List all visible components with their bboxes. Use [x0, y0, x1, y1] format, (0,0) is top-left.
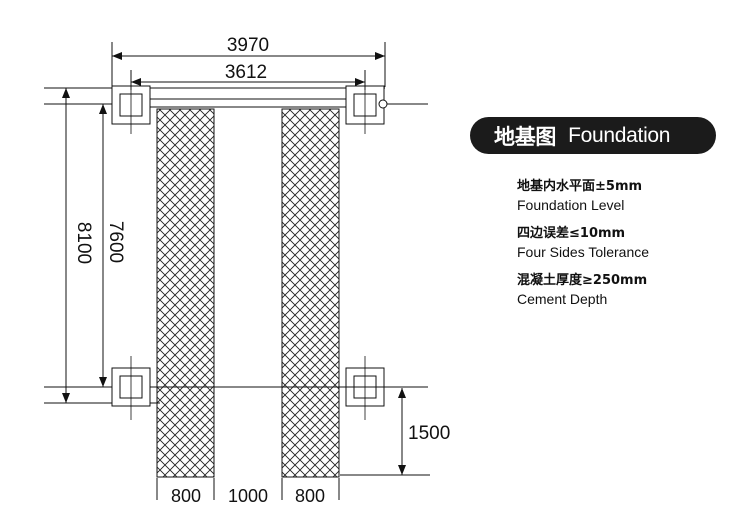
dimension-strip-left: 800 [171, 486, 201, 506]
dimension-overall-length: 8100 [73, 222, 94, 264]
top-beam [129, 98, 369, 108]
spec-note: 混凝土厚度≥250mm Cement Depth [517, 272, 742, 308]
post-base-bottom-left [111, 356, 151, 420]
title-zh: 地基图 [494, 124, 557, 149]
foundation-title-badge: 地基图 Foundation [470, 117, 716, 154]
dimension-strip-gap: 1000 [228, 486, 268, 506]
spec-note-zh: 混凝土厚度≥250mm [517, 273, 648, 288]
dimension-overall-width: 3970 [227, 35, 269, 56]
spec-note-en: Cement Depth [517, 291, 608, 307]
spec-note: 四边误差≤10mm Four Sides Tolerance [517, 225, 742, 261]
post-base-bottom-right [345, 356, 385, 420]
foundation-strip-right [281, 108, 340, 478]
spec-note-en: Foundation Level [517, 197, 625, 213]
foundation-strip-left [156, 108, 215, 478]
dimension-strip-right: 800 [295, 486, 325, 506]
spec-note-en: Four Sides Tolerance [517, 244, 650, 260]
dimension-post-length: 7600 [105, 221, 126, 263]
post-base-top-right [345, 76, 388, 134]
spec-note-zh: 四边误差≤10mm [517, 226, 626, 241]
dimension-post-span: 3612 [225, 62, 267, 83]
spec-note-zh: 地基内水平面±5mm [517, 179, 643, 194]
spec-note: 地基内水平面±5mm Foundation Level [517, 178, 742, 214]
spec-notes: 地基内水平面±5mm Foundation Level 四边误差≤10mm Fo… [517, 178, 742, 319]
dimension-front-offset: 1500 [408, 423, 450, 444]
title-en: Foundation [568, 123, 671, 147]
